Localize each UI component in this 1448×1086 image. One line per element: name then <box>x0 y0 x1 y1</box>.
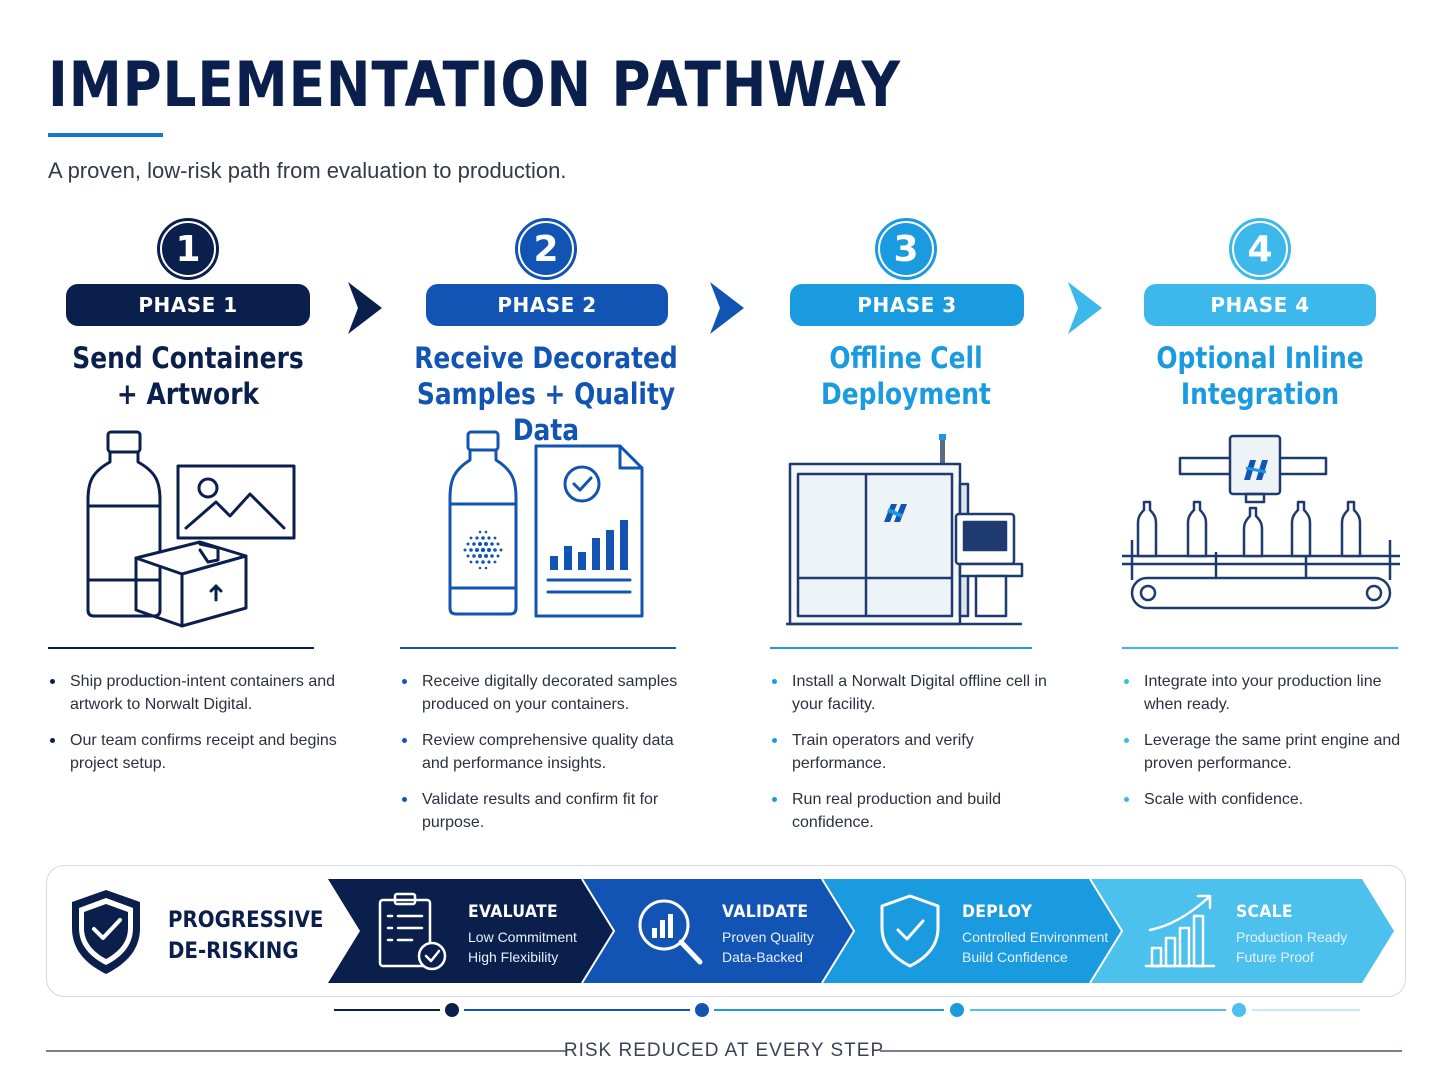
list-item: Validate results and confirm fit for pur… <box>400 788 700 834</box>
clipboard-check-icon <box>378 892 447 971</box>
bottle-report-icon <box>448 430 644 618</box>
phase-3-number-badge: 3 <box>875 218 937 280</box>
title-underline <box>48 133 163 137</box>
phase-3-number: 3 <box>880 223 932 275</box>
inline-conveyor-icon <box>1122 434 1400 610</box>
stage-validate-line2: Data-Backed <box>722 949 803 965</box>
phase-3-heading-line2: Deployment <box>820 377 991 411</box>
phase-4-number: 4 <box>1234 223 1286 275</box>
stage-evaluate-line1: Low Commitment <box>468 929 577 945</box>
list-item: Review comprehensive quality data and pe… <box>400 729 700 775</box>
stage-scale-line2: Future Proof <box>1236 949 1314 965</box>
timeline-dot <box>445 1003 459 1017</box>
chevron-right-icon <box>710 282 744 334</box>
stage-evaluate-title: EVALUATE <box>468 902 558 922</box>
phase-1-divider <box>48 647 314 649</box>
phase-3-heading: Offline Cell Deployment <box>768 340 1043 412</box>
magnifier-chart-icon <box>638 899 703 965</box>
page-title: IMPLEMENTATION PATHWAY <box>48 48 901 121</box>
stage-evaluate-line2: High Flexibility <box>468 949 559 965</box>
phase-4-divider <box>1122 647 1398 649</box>
phase-4-heading-line2: Integration <box>1180 377 1340 411</box>
list-item: Ship production-intent containers and ar… <box>48 670 338 716</box>
phase-1-bullets: Ship production-intent containers and ar… <box>48 670 338 788</box>
growth-chart-icon <box>1144 894 1216 968</box>
list-item: Leverage the same print engine and prove… <box>1122 729 1402 775</box>
phase-2-divider <box>400 647 676 649</box>
phase-3-divider <box>770 647 1032 649</box>
stage-validate-line1: Proven Quality <box>722 929 814 945</box>
list-item: Our team confirms receipt and begins pro… <box>48 729 338 775</box>
page-subtitle: A proven, low-risk path from evaluation … <box>48 158 567 183</box>
stage-deploy-line2: Build Confidence <box>962 949 1068 965</box>
list-item: Train operators and verify performance. <box>770 729 1050 775</box>
phase-1-heading-line1: Send Containers <box>72 341 304 375</box>
progressive-derisking-label: PROGRESSIVE DE-RISKING <box>168 905 323 967</box>
shield-check-icon <box>880 894 940 968</box>
derisking-label-line2: DE-RISKING <box>168 939 299 964</box>
phase-1-heading: Send Containers + Artwork <box>50 340 325 412</box>
stage-deploy-title: DEPLOY <box>962 902 1033 922</box>
stage-scale-line1: Production Ready <box>1236 929 1348 945</box>
phase-2-bullets: Receive digitally decorated samples prod… <box>400 670 700 847</box>
phase-1-number-badge: 1 <box>157 218 219 280</box>
phase-2-number-badge: 2 <box>515 218 577 280</box>
list-item: Run real production and build confidence… <box>770 788 1050 834</box>
phase-4-heading: Optional Inline Integration <box>1122 340 1397 412</box>
phase-1-number: 1 <box>162 223 214 275</box>
offline-cell-machine-icon <box>786 434 1024 626</box>
phase-2-heading-line1: Receive Decorated <box>414 341 678 375</box>
timeline-dot <box>950 1003 964 1017</box>
list-item: Install a Norwalt Digital offline cell i… <box>770 670 1050 716</box>
chevron-right-icon <box>348 282 382 334</box>
timeline-dot <box>1232 1003 1246 1017</box>
phase-1-heading-line2: + Artwork <box>116 377 260 411</box>
phase-4-number-badge: 4 <box>1229 218 1291 280</box>
phase-2-heading-line2: Samples + Quality Data <box>416 377 676 447</box>
derisking-label-line1: PROGRESSIVE <box>168 908 324 933</box>
timeline-dot <box>695 1003 709 1017</box>
bottle-image-box-icon <box>86 430 296 628</box>
stage-scale-title: SCALE <box>1236 902 1293 922</box>
list-item: Receive digitally decorated samples prod… <box>400 670 700 716</box>
shield-check-icon <box>72 890 140 974</box>
phase-2-number: 2 <box>520 223 572 275</box>
phase-2-label: PHASE 2 <box>426 284 668 326</box>
list-item: Integrate into your production line when… <box>1122 670 1402 716</box>
stage-validate-title: VALIDATE <box>722 902 809 922</box>
risk-reduced-caption: RISK REDUCED AT EVERY STEP <box>563 1040 885 1061</box>
phase-3-heading-line1: Offline Cell <box>829 341 983 375</box>
stage-deploy-line1: Controlled Environment <box>962 929 1109 945</box>
phase-4-heading-line1: Optional Inline <box>1156 341 1364 375</box>
phase-1-label: PHASE 1 <box>66 284 310 326</box>
phase-3-label: PHASE 3 <box>790 284 1024 326</box>
phase-2-heading: Receive Decorated Samples + Quality Data <box>408 340 683 448</box>
list-item: Scale with confidence. <box>1122 788 1402 811</box>
phase-4-label: PHASE 4 <box>1144 284 1376 326</box>
phase-4-bullets: Integrate into your production line when… <box>1122 670 1402 824</box>
phase-3-bullets: Install a Norwalt Digital offline cell i… <box>770 670 1050 847</box>
chevron-right-icon <box>1068 282 1102 334</box>
